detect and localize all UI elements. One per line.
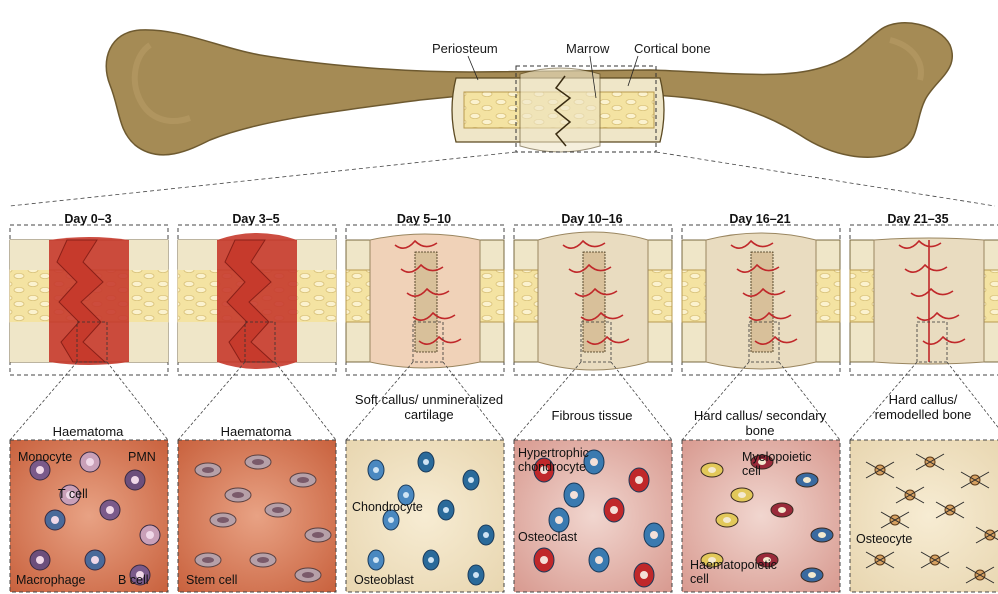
stage-day-title: Day 0–3 bbox=[8, 212, 168, 226]
cell-nucleus bbox=[252, 459, 264, 465]
stage-day-title: Day 3–5 bbox=[176, 212, 336, 226]
stage-day-title: Day 16–21 bbox=[680, 212, 840, 226]
marrow-label: Marrow bbox=[566, 41, 609, 56]
cell-label-t-cell: T cell bbox=[58, 487, 88, 501]
cell-nucleus bbox=[723, 517, 731, 523]
cell-nucleus bbox=[91, 556, 99, 564]
cell-nucleus bbox=[297, 477, 309, 483]
marrow bbox=[178, 270, 217, 322]
cell-nucleus bbox=[555, 516, 563, 524]
cell-nucleus bbox=[738, 492, 746, 498]
cell-nucleus bbox=[302, 572, 314, 578]
cell-nucleus bbox=[818, 532, 826, 538]
cell-label-osteoblast: Osteoblast bbox=[354, 573, 414, 587]
cell-panel bbox=[850, 440, 998, 592]
cell-nucleus bbox=[202, 557, 214, 563]
cell-nucleus bbox=[202, 467, 214, 473]
stage-day-title: Day 21–35 bbox=[838, 212, 998, 226]
cell-nucleus bbox=[272, 507, 284, 513]
stage-name: Fibrous tissue bbox=[512, 408, 662, 423]
cell-nucleus bbox=[106, 506, 114, 514]
cell-nucleus bbox=[86, 458, 94, 466]
cell-label-myelopoietic: Myelopoietic cell bbox=[742, 450, 832, 478]
cell-nucleus bbox=[423, 459, 429, 465]
cell-label-monocyte: Monocyte bbox=[18, 450, 72, 464]
stage-panel bbox=[178, 225, 336, 592]
cell-nucleus bbox=[36, 556, 44, 564]
cell-nucleus bbox=[217, 517, 229, 523]
stage-name: Soft callus/ unmineralized cartilage bbox=[344, 392, 504, 422]
cell-nucleus bbox=[403, 492, 409, 498]
cell-nucleus bbox=[373, 467, 379, 473]
cell-label-osteocyte: Osteocyte bbox=[856, 532, 912, 546]
cell-nucleus bbox=[51, 516, 59, 524]
cell-nucleus bbox=[778, 507, 786, 513]
cell-label-osteoclast: Osteoclast bbox=[518, 530, 577, 544]
cell-nucleus bbox=[257, 557, 269, 563]
cell-label-pmn: PMN bbox=[128, 450, 156, 464]
femur-bone bbox=[106, 23, 952, 157]
cell-nucleus bbox=[540, 556, 548, 564]
cell-label-haematopoietic: Haematopoietic cell bbox=[690, 558, 790, 586]
cell-nucleus bbox=[428, 557, 434, 563]
cortical-bone-label: Cortical bone bbox=[634, 41, 711, 56]
cell-nucleus bbox=[312, 532, 324, 538]
stage-panel bbox=[10, 225, 168, 592]
cell-nucleus bbox=[570, 491, 578, 499]
stage-day-title: Day 10–16 bbox=[512, 212, 672, 226]
cell-nucleus bbox=[640, 571, 648, 579]
cell-nucleus bbox=[373, 557, 379, 563]
cell-nucleus bbox=[473, 572, 479, 578]
cell-nucleus bbox=[388, 517, 394, 523]
cell-nucleus bbox=[650, 531, 658, 539]
cell-label-chondrocyte: Chondrocyte bbox=[352, 500, 423, 514]
cell-nucleus bbox=[443, 507, 449, 513]
cell-label-hypertrophic-chondrocyte: Hypertrophic chondrocyte bbox=[518, 446, 628, 474]
stage-day-title: Day 5–10 bbox=[344, 212, 504, 226]
periosteum-label: Periosteum bbox=[432, 41, 498, 56]
stage-name: Hard callus/ remodelled bone bbox=[848, 392, 988, 422]
cell-nucleus bbox=[483, 532, 489, 538]
stage-name: Hard callus/ secondary bone bbox=[680, 408, 835, 438]
cell-label-stem-cell: Stem cell bbox=[186, 573, 237, 587]
cell-nucleus bbox=[708, 467, 716, 473]
cell-label-b-cell: B cell bbox=[118, 573, 149, 587]
cell-nucleus bbox=[36, 466, 44, 474]
cell-nucleus bbox=[131, 476, 139, 484]
cell-nucleus bbox=[595, 556, 603, 564]
cell-label-macrophage: Macrophage bbox=[16, 573, 86, 587]
stage-name: Haematoma bbox=[176, 424, 336, 439]
marrow bbox=[10, 270, 49, 322]
cell-nucleus bbox=[610, 506, 618, 514]
cell-nucleus bbox=[232, 492, 244, 498]
cell-nucleus bbox=[635, 476, 643, 484]
cell-nucleus bbox=[468, 477, 474, 483]
marrow bbox=[129, 270, 168, 322]
marrow bbox=[297, 270, 336, 322]
cell-nucleus bbox=[808, 572, 816, 578]
cell-nucleus bbox=[146, 531, 154, 539]
stage-name: Haematoma bbox=[8, 424, 168, 439]
